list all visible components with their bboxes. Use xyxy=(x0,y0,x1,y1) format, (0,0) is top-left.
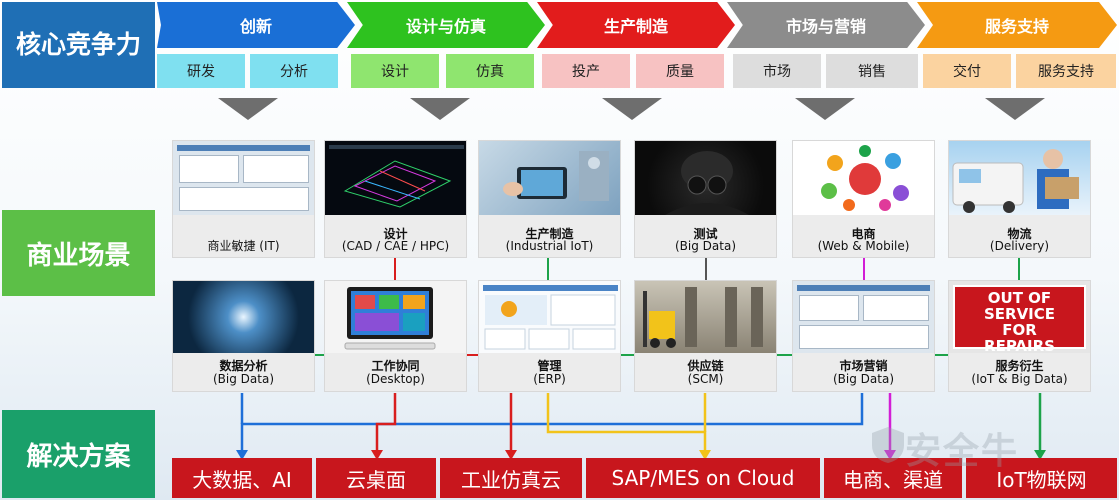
erp-dashboard-image xyxy=(479,281,620,353)
scenario-title: 工作协同 xyxy=(371,359,420,373)
scenario-logistics: 物流 (Delivery) xyxy=(948,140,1091,258)
scenario-subtitle: (Big Data) xyxy=(212,372,274,386)
scenario-subtitle: (Big Data) xyxy=(674,239,736,253)
solution-cloud-desktop: 云桌面 xyxy=(316,458,436,498)
business-scenario-label: 商业场景 xyxy=(2,210,155,296)
repair-sign-image: OUT OF SERVICE FOR REPAIRS xyxy=(949,281,1090,353)
sub-production: 投产 xyxy=(542,54,630,88)
scenario-testing: 测试 (Big Data) xyxy=(634,140,777,258)
scenario-title: 测试 xyxy=(693,227,718,241)
chevron-marketing: 市场与营销 xyxy=(727,2,925,48)
scenario-management: 管理 (ERP) xyxy=(478,280,621,392)
marketing-dashboard-image xyxy=(793,281,934,353)
watermark: 安全牛 xyxy=(905,431,1020,472)
down-arrow-icon xyxy=(795,98,855,120)
sub-delivery: 交付 xyxy=(923,54,1011,88)
business-dashboard-image xyxy=(173,141,314,215)
warehouse-forklift-image xyxy=(635,281,776,353)
scenario-service-derivative: OUT OF SERVICE FOR REPAIRS 服务衍生 (IoT & B… xyxy=(948,280,1091,392)
sub-sales: 销售 xyxy=(826,54,918,88)
scenario-title: 服务衍生 xyxy=(995,359,1044,373)
scenario-subtitle: (Industrial IoT) xyxy=(505,239,594,253)
sub-quality: 质量 xyxy=(636,54,724,88)
scenario-subtitle: (Delivery) xyxy=(989,239,1050,253)
chevron-innovation: 创新 xyxy=(157,2,355,48)
sub-analysis: 分析 xyxy=(250,54,338,88)
scenario-title: 数据分析 xyxy=(219,359,268,373)
sub-rnd: 研发 xyxy=(157,54,245,88)
binoculars-image xyxy=(635,141,776,215)
scenario-title: 市场营销 xyxy=(839,359,888,373)
solution-ecommerce-channel: 电商、渠道 xyxy=(824,458,962,498)
scenario-title: 设计 xyxy=(383,227,408,241)
scenario-subtitle: (IoT & Big Data) xyxy=(971,372,1068,386)
scenario-collaboration: 工作协同 (Desktop) xyxy=(324,280,467,392)
scenario-subtitle: (CAD / CAE / HPC) xyxy=(341,239,450,253)
scenario-title: 供应链 xyxy=(687,359,724,373)
scenario-subtitle: (SCM) xyxy=(687,372,724,386)
shield-icon xyxy=(872,427,904,463)
chevron-design-simulation: 设计与仿真 xyxy=(347,2,545,48)
scenario-subtitle: (ERP) xyxy=(533,372,566,386)
sub-market: 市场 xyxy=(733,54,821,88)
down-arrow-icon xyxy=(218,98,278,120)
ecommerce-icons-image xyxy=(793,141,934,215)
down-arrow-icon xyxy=(410,98,470,120)
solution-industrial-sim-cloud: 工业仿真云 xyxy=(440,458,582,498)
sub-service-support: 服务支持 xyxy=(1016,54,1116,88)
scenario-marketing: 市场营销 (Big Data) xyxy=(792,280,935,392)
solution-bigdata-ai: 大数据、AI xyxy=(172,458,312,498)
delivery-man-image xyxy=(949,141,1090,215)
data-tunnel-image xyxy=(173,281,314,353)
scenario-ecommerce: 电商 (Web & Mobile) xyxy=(792,140,935,258)
scenario-supply-chain: 供应链 (SCM) xyxy=(634,280,777,392)
scenario-title: 管理 xyxy=(537,359,562,373)
chevron-service-support: 服务支持 xyxy=(917,2,1117,48)
scenario-data-analysis: 数据分析 (Big Data) xyxy=(172,280,315,392)
sub-design: 设计 xyxy=(351,54,439,88)
solution-sap-mes-cloud: SAP/MES on Cloud xyxy=(586,458,820,498)
chevron-manufacturing: 生产制造 xyxy=(537,2,735,48)
scenario-title: 商业敏捷 (IT) xyxy=(207,239,280,253)
core-competence-label: 核心竞争力 xyxy=(2,2,155,88)
solution-iot: IoT物联网 xyxy=(966,458,1117,498)
cad-model-image xyxy=(325,141,466,215)
scenario-title: 物流 xyxy=(1007,227,1032,241)
scenario-title: 电商 xyxy=(851,227,876,241)
scenario-design: 设计 (CAD / CAE / HPC) xyxy=(324,140,467,258)
down-arrow-icon xyxy=(602,98,662,120)
scenario-subtitle: (Big Data) xyxy=(832,372,894,386)
sub-simulation: 仿真 xyxy=(446,54,534,88)
down-arrow-icon xyxy=(985,98,1045,120)
solution-label: 解决方案 xyxy=(2,410,155,498)
scenario-title: 生产制造 xyxy=(525,227,574,241)
scenario-manufacturing: 生产制造 (Industrial IoT) xyxy=(478,140,621,258)
scenario-business-agility: 商业敏捷 (IT) xyxy=(172,140,315,258)
factory-tablet-image xyxy=(479,141,620,215)
scenario-subtitle: (Desktop) xyxy=(366,372,425,386)
scenario-subtitle: (Web & Mobile) xyxy=(817,239,910,253)
desktop-computer-image xyxy=(325,281,466,353)
